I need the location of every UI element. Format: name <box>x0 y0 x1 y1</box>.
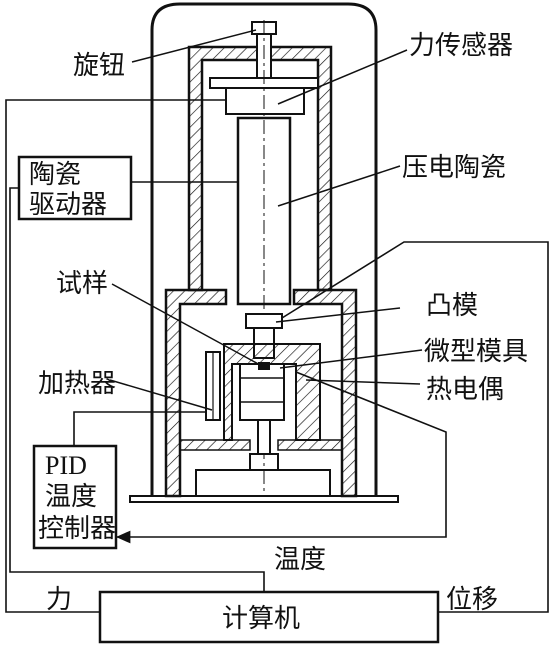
piezo-driver-box <box>17 155 133 221</box>
force-sensor-label: 力传感器 <box>409 31 513 61</box>
leader-specimen <box>111 283 263 367</box>
housing-floor-right <box>277 439 343 451</box>
inner-base-block <box>195 469 331 497</box>
leader-force-sensor <box>277 49 408 105</box>
specimen-label: 试样 <box>56 269 108 299</box>
thermocouple-label: 热电偶 <box>426 375 504 405</box>
leader-knob <box>131 29 257 63</box>
temperature-label: 温度 <box>274 545 326 575</box>
housing-floor-left <box>179 439 251 451</box>
driver-to-computer-line <box>9 187 265 592</box>
pid-controller-box <box>32 444 118 550</box>
piezo-ceramic-label: 压电陶瓷 <box>402 153 506 183</box>
micro-die <box>239 363 285 421</box>
thermocouple-line <box>116 371 447 544</box>
heater-label: 加热器 <box>38 369 116 399</box>
displacement-line <box>281 241 549 613</box>
leader-thermocouple <box>305 379 421 385</box>
specimen <box>258 362 270 370</box>
outer-enclosure <box>150 2 378 500</box>
pid-label-line2: 温度 <box>45 482 97 512</box>
push-rod <box>257 419 271 455</box>
micro-die-label: 微型模具 <box>424 337 528 367</box>
force-sensor-body <box>225 87 305 115</box>
computer-label: 计算机 <box>222 604 300 634</box>
heater-wire <box>73 411 206 446</box>
lower-housing-right <box>292 288 358 498</box>
leader-piezo <box>277 165 401 207</box>
force-label: 力 <box>46 585 72 615</box>
punch-head <box>245 313 283 329</box>
leader-micro-die <box>279 349 423 369</box>
force-signal-line <box>5 99 226 613</box>
leader-heater <box>109 379 213 411</box>
punch-label: 凸模 <box>426 291 478 321</box>
displacement-label: 位移 <box>446 585 498 615</box>
pid-label-line1: PID <box>45 451 87 480</box>
pid-label-line3: 控制器 <box>38 514 116 544</box>
piezo-driver-label-line2: 驱动器 <box>29 190 107 220</box>
knob-label: 旋钮 <box>73 51 125 81</box>
piezo-driver-label-line1: 陶瓷 <box>29 160 81 190</box>
computer-box <box>98 590 440 644</box>
lower-housing <box>164 288 228 498</box>
leader-punch <box>275 307 401 323</box>
